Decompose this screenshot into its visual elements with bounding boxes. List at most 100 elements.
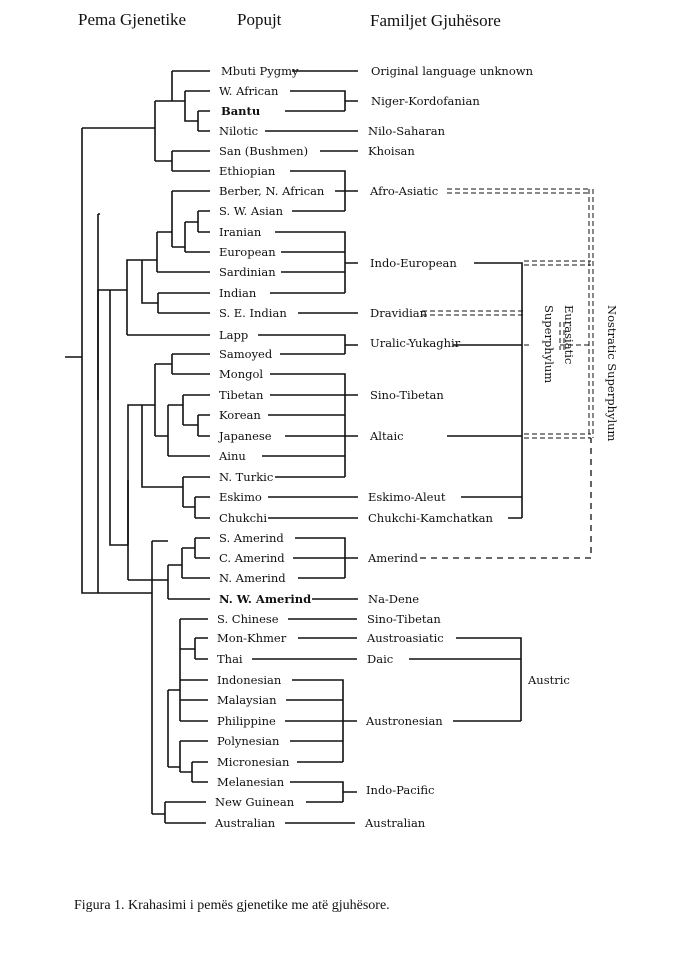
family-label: Austronesian	[365, 714, 443, 728]
tree-branch	[97, 289, 110, 400]
tree-branch	[157, 292, 210, 314]
population-label: S. W. Asian	[219, 204, 284, 218]
population-label: S. E. Indian	[219, 306, 287, 320]
family-label: Altaic	[369, 429, 404, 443]
eurasiatic-label-line2: Eurasiatic	[562, 305, 576, 364]
family-label: Chukchi-Kamchatkan	[368, 511, 493, 525]
population-label: Ethiopian	[219, 164, 276, 178]
population-label: Japanese	[218, 429, 272, 443]
population-label: S. Amerind	[219, 531, 284, 545]
population-label: Sardinian	[219, 265, 276, 279]
tree-branch	[180, 679, 208, 722]
family-label: Indo-Pacific	[366, 783, 434, 797]
tree-branch	[168, 394, 210, 425]
population-label: Indonesian	[217, 673, 282, 687]
superphylum-connectors	[420, 188, 594, 559]
family-label: Sino-Tibetan	[367, 612, 441, 626]
tree-branch	[183, 414, 210, 437]
population-label: Mongol	[219, 367, 263, 381]
tree-branch	[155, 405, 169, 456]
population-label: Berber, N. African	[219, 184, 325, 198]
population-label: San (Bushmen)	[219, 144, 308, 158]
population-label: Mbuti Pygmy	[221, 64, 299, 78]
header-genetic-tree: Pema Gjenetike	[78, 10, 186, 29]
population-label: C. Amerind	[219, 551, 285, 565]
tree-branch	[128, 579, 168, 581]
family-label: Original language unknown	[371, 64, 534, 78]
tree-branch	[109, 290, 128, 546]
tree-branch	[180, 637, 208, 660]
population-label: Tibetan	[219, 388, 264, 402]
family-label: Austroasiatic	[366, 631, 444, 645]
tree-branch	[155, 71, 173, 102]
tree-branch	[81, 214, 98, 594]
population-label: N. Turkic	[219, 470, 273, 484]
tree-branch	[142, 232, 210, 273]
tree-branch	[168, 548, 210, 579]
population-label: European	[219, 245, 276, 259]
tree-branch	[157, 191, 173, 247]
family-label: Dravidian	[370, 306, 428, 320]
tree-branch	[183, 496, 210, 519]
family-connectors	[252, 70, 523, 824]
population-label: W. African	[219, 84, 279, 98]
population-label: Indian	[219, 286, 257, 300]
population-labels: Mbuti Pygmy W. African Bantu Nilotic San…	[214, 64, 325, 830]
population-label: Malaysian	[217, 693, 277, 707]
tree-branch	[182, 537, 210, 559]
population-label: N. W. Amerind	[219, 592, 311, 606]
population-label: Philippine	[217, 714, 276, 728]
population-label: Thai	[217, 652, 243, 666]
tree-branch	[155, 150, 210, 172]
population-label: S. Chinese	[217, 612, 279, 626]
tree-branch	[172, 90, 210, 122]
eurasiatic-superphylum-label: Superphylum	[542, 305, 556, 383]
family-label: Afro-Asiatic	[369, 184, 438, 198]
tree-branch	[167, 565, 210, 600]
austric-label: Austric	[527, 673, 570, 687]
family-label: Nilo-Saharan	[368, 124, 446, 138]
family-label: Amerind	[367, 551, 419, 565]
nostratic-superphylum-label: Nostratic Superphylum	[605, 305, 619, 442]
tree-branch	[168, 619, 181, 721]
family-label: Uralic-Yukaghir	[370, 336, 461, 350]
population-label: Samoyed	[219, 347, 273, 361]
family-label: Australian	[364, 816, 426, 830]
header-language-families: Familjet Gjuhësore	[370, 11, 501, 30]
tree-branch	[168, 740, 208, 772]
population-label: Polynesian	[217, 734, 280, 748]
population-label: Micronesian	[217, 755, 290, 769]
population-label: N. Amerind	[219, 571, 286, 585]
tree-branch	[98, 541, 153, 814]
tree-branch	[152, 540, 169, 767]
tree-branch	[172, 222, 210, 253]
eurasiatic-label-group: Eurasiatic	[562, 305, 576, 364]
tree-branch	[97, 213, 100, 593]
family-label: Khoisan	[368, 144, 415, 158]
tree-branch	[155, 476, 210, 507]
tree-branch	[180, 761, 208, 783]
population-label: Bantu	[221, 104, 260, 118]
header-populations: Popujt	[237, 10, 282, 29]
population-label: Melanesian	[217, 775, 285, 789]
family-labels: Original language unknown Niger-Kordofan…	[364, 64, 534, 830]
family-label: Niger-Kordofanian	[371, 94, 480, 108]
tree-branch	[197, 110, 210, 132]
population-label: Chukchi	[219, 511, 267, 525]
tree-branch	[185, 210, 210, 233]
tree-branch	[127, 404, 142, 545]
population-label: Mon-Khmer	[217, 631, 287, 645]
genetic-tree-branches	[65, 70, 210, 824]
figure-caption: Figura 1. Krahasimi i pemës gjenetike me…	[74, 898, 390, 913]
tree-branch	[141, 260, 158, 304]
family-label: Eskimo-Aleut	[368, 490, 446, 504]
tree-branch	[141, 405, 155, 488]
population-label: Iranian	[219, 225, 262, 239]
population-label: Australian	[214, 816, 276, 830]
family-label: Na-Dene	[368, 592, 419, 606]
tree-branch	[126, 259, 210, 336]
population-label: Nilotic	[219, 124, 258, 138]
population-label: Lapp	[219, 328, 248, 342]
population-label: Ainu	[218, 449, 246, 463]
